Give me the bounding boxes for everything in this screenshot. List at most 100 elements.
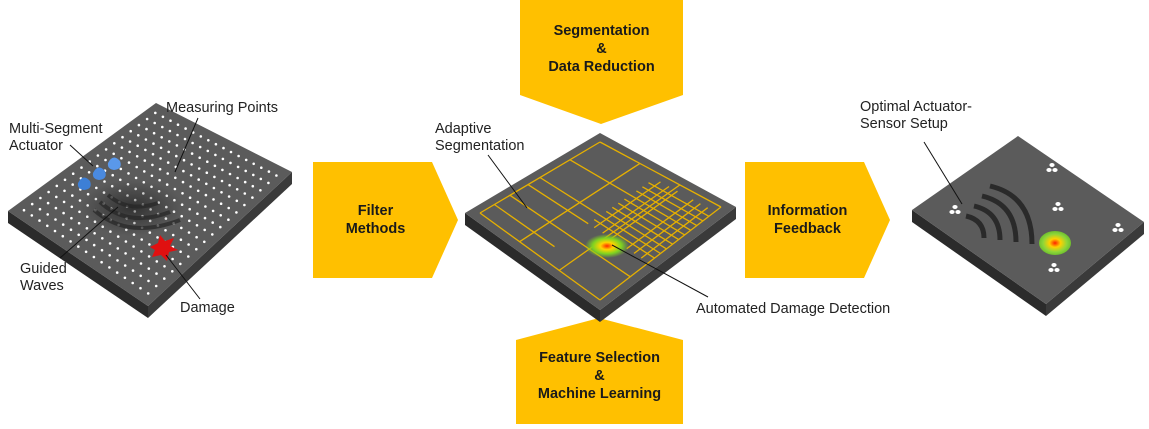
measuring-point	[198, 145, 202, 149]
measuring-point	[182, 169, 185, 173]
measuring-point	[179, 262, 182, 266]
sensor-dot	[955, 210, 961, 214]
measuring-point	[30, 214, 34, 217]
measuring-point	[243, 192, 247, 195]
measuring-point	[87, 171, 91, 174]
measuring-point	[219, 202, 223, 205]
segment-line	[611, 206, 673, 245]
label-adaptive-segmentation-line2: Segmentation	[435, 138, 525, 154]
measuring-point	[196, 200, 200, 204]
measuring-point	[235, 188, 239, 191]
measuring-point	[145, 117, 149, 121]
measuring-point	[131, 269, 135, 272]
measuring-point	[30, 202, 34, 206]
measuring-point	[179, 238, 183, 241]
adaptive-segmentation-grid	[479, 141, 722, 301]
measuring-point	[181, 180, 185, 184]
measuring-point	[204, 205, 207, 208]
measuring-point	[39, 196, 42, 200]
segment-line	[599, 141, 722, 208]
measuring-point	[275, 174, 278, 177]
callout-damage-detection	[611, 244, 709, 298]
measuring-point	[251, 184, 255, 188]
measuring-point	[147, 279, 150, 283]
measuring-point	[213, 164, 217, 168]
segment-line	[527, 184, 589, 225]
guided-waves-rings	[965, 183, 1035, 245]
measuring-point	[219, 214, 222, 217]
measuring-point	[77, 245, 80, 248]
measuring-point	[220, 179, 224, 183]
segmentation-arrow	[520, 0, 683, 124]
measuring-point	[70, 216, 73, 220]
measuring-point	[187, 255, 190, 258]
segment-line	[593, 181, 661, 229]
measuring-point	[212, 198, 215, 201]
segment-line	[602, 185, 670, 234]
measuring-point	[85, 227, 89, 230]
measuring-point	[77, 233, 80, 237]
sensor-dot	[1052, 168, 1058, 172]
measuring-point	[190, 163, 193, 166]
measuring-point	[62, 200, 66, 204]
measuring-point	[96, 154, 100, 157]
feature-selection-line2: &	[594, 368, 605, 384]
measuring-point	[139, 262, 143, 265]
measuring-point	[108, 254, 111, 257]
measuring-point	[227, 206, 230, 210]
measuring-point	[101, 237, 104, 240]
measuring-point	[54, 206, 58, 210]
measuring-point	[214, 142, 218, 146]
measuring-point	[150, 174, 154, 178]
measuring-point	[103, 180, 106, 183]
sensor-dot	[1055, 202, 1061, 206]
measuring-point	[96, 164, 99, 168]
measuring-point	[252, 162, 255, 166]
label-adaptive-segmentation-line1: Adaptive	[435, 121, 492, 137]
measuring-point	[143, 170, 146, 173]
information-feedback-line2: Feedback	[774, 221, 841, 237]
measuring-point	[62, 211, 65, 215]
label-optimal-setup: Optimal Actuator- Sensor Setup	[860, 99, 972, 133]
measuring-point	[167, 150, 170, 154]
label-optimal-setup-line1: Optimal Actuator-	[860, 99, 973, 115]
segment-line	[633, 203, 701, 254]
measuring-point	[259, 189, 262, 192]
measuring-point	[22, 208, 26, 212]
sensor-dot	[1051, 263, 1057, 267]
measuring-point	[160, 136, 163, 139]
measuring-point	[63, 178, 67, 182]
label-guided-waves: Guided Waves	[20, 261, 67, 295]
measuring-point	[100, 248, 104, 252]
sensor-dot	[1046, 168, 1052, 172]
measuring-point	[144, 138, 148, 141]
sensor-cluster-icon	[1052, 202, 1064, 211]
measuring-point	[219, 225, 222, 229]
measuring-point	[77, 221, 81, 225]
measuring-point	[140, 238, 143, 241]
measuring-point	[229, 150, 233, 154]
sensor-dot	[1052, 207, 1058, 211]
segment-line	[509, 194, 631, 278]
sensor-clusters	[949, 163, 1124, 272]
sensor-cluster-icon	[949, 205, 961, 214]
measuring-point	[196, 189, 200, 193]
segmentation-line2: &	[596, 41, 607, 57]
measuring-point	[152, 131, 156, 135]
measuring-point	[61, 234, 65, 238]
measuring-point	[168, 140, 171, 143]
measuring-point	[168, 129, 172, 133]
segment-line	[569, 159, 692, 231]
filter-methods-text: Filter Methods	[313, 202, 438, 238]
measuring-point	[108, 266, 111, 269]
measuring-point	[136, 144, 139, 147]
measuring-point	[211, 233, 214, 236]
measuring-point	[134, 176, 138, 180]
measuring-point	[127, 172, 130, 175]
measuring-point	[207, 139, 210, 142]
measuring-point	[127, 161, 131, 164]
measuring-point	[163, 277, 166, 280]
measuring-point	[161, 115, 165, 119]
measuring-point	[112, 152, 115, 156]
